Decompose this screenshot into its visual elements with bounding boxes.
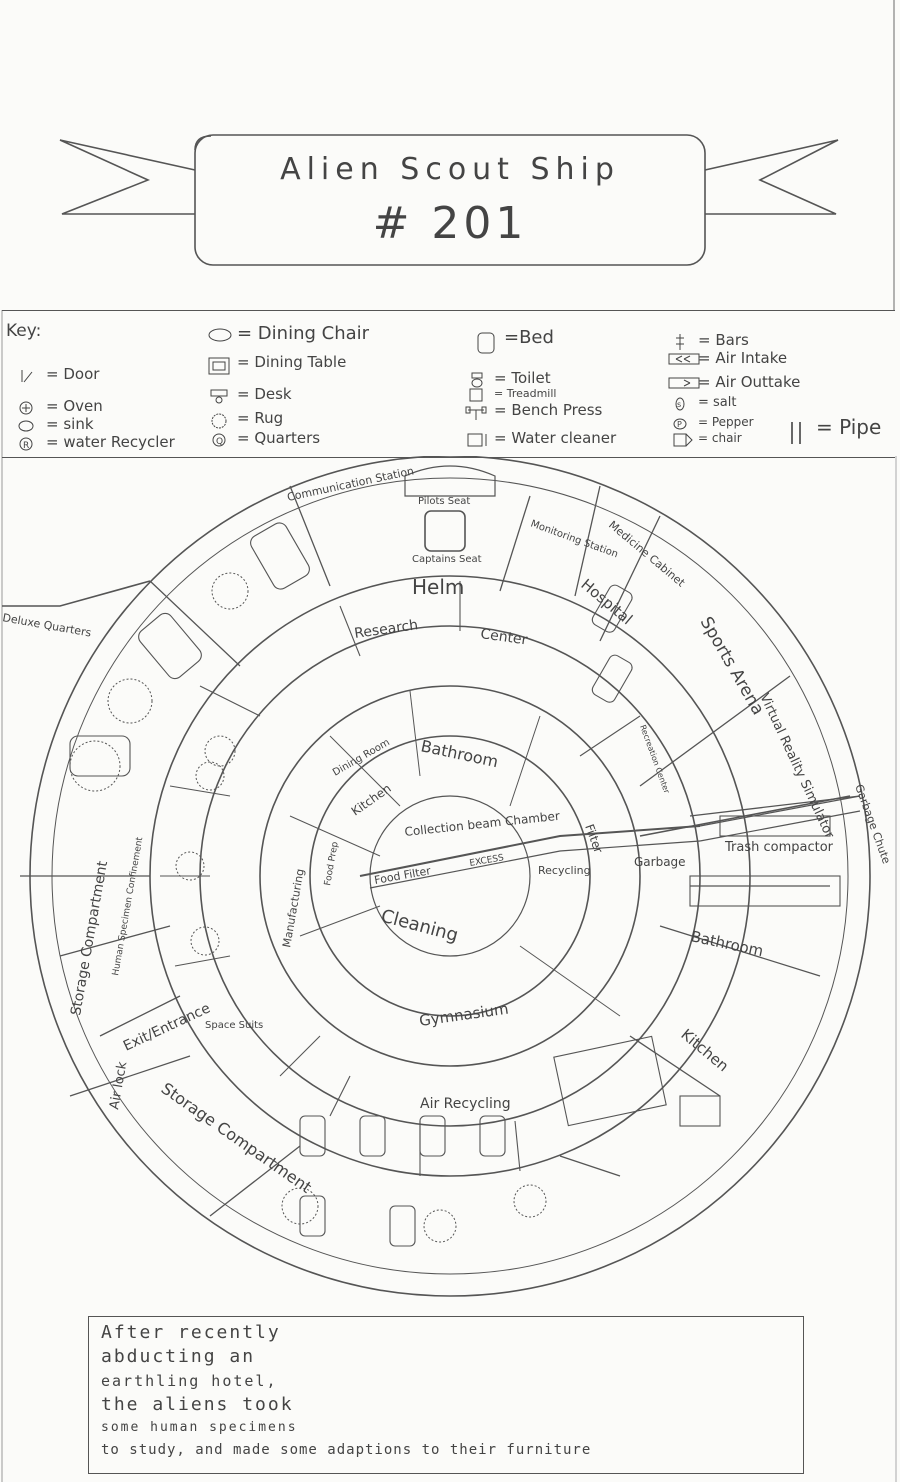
air-intake-icon xyxy=(668,352,700,366)
key-item-water-cleaner: = Water cleaner xyxy=(464,429,616,447)
dining-table-icon xyxy=(207,356,233,374)
svg-text:s: s xyxy=(677,400,681,409)
collection-core xyxy=(369,795,531,957)
label-vr: Virtual Reality Simulator xyxy=(756,691,837,841)
note-line-6: to study, and made some adaptions to the… xyxy=(101,1442,592,1458)
quarters-icon: Q xyxy=(207,432,233,447)
key-item-pipe: = Pipe xyxy=(786,415,881,444)
label-monitoring: Monitoring Station xyxy=(529,518,619,560)
story-note: After recently abducting an earthling ho… xyxy=(88,1316,804,1474)
label-storage-left: Storage Compartment xyxy=(68,859,111,1016)
key-item-dining-table: = Dining Table xyxy=(207,353,346,374)
pepper-icon: P xyxy=(668,416,694,430)
key-item-quarters: Q= Quarters xyxy=(207,429,320,447)
key-item-air-outtake: = Air Outtake xyxy=(668,373,800,391)
label-collection: Collection beam Chamber xyxy=(404,809,561,839)
label-deluxe: Deluxe Quarters xyxy=(1,611,92,639)
pipe-icon xyxy=(786,421,812,444)
label-garbage-chute: Garbage Chute xyxy=(852,783,893,866)
label-kitchen-inner: Kitchen xyxy=(349,781,394,818)
key-heading: Key: xyxy=(6,321,42,341)
dining-chair-icon xyxy=(207,327,233,342)
label-air-recycling: Air Recycling xyxy=(420,1096,511,1112)
key-item-pepper: P= Pepper xyxy=(668,415,754,430)
label-storage: Storage Compartment xyxy=(158,1079,315,1197)
label-medicine: Medicine Cabinet xyxy=(606,518,688,590)
inner-ring xyxy=(259,685,641,1067)
title-line1: Alien Scout Ship xyxy=(280,152,620,187)
key-item-water-recycler: R= water Recycler xyxy=(16,433,175,451)
label-gymnasium: Gymnasium xyxy=(418,1000,510,1030)
key-item-rug: = Rug xyxy=(207,409,283,428)
water-recycler-icon: R xyxy=(16,436,42,451)
key-item-desk: = Desk xyxy=(207,385,292,403)
key-item-chair: = chair xyxy=(668,431,742,446)
label-excess: EXCESS xyxy=(469,853,505,869)
key-item-salt: s= salt xyxy=(668,395,736,410)
key-item-oven: = Oven xyxy=(16,397,103,415)
label-garbage: Garbage xyxy=(634,855,686,869)
bed-icon xyxy=(474,331,500,354)
treadmill-icon xyxy=(464,387,490,402)
label-human-confinement: Human Specimen Confinement xyxy=(111,836,145,977)
label-center: Center xyxy=(479,626,528,648)
label-space-suits: Space Suits xyxy=(205,1020,263,1031)
salt-icon: s xyxy=(668,396,694,410)
label-recycling: Recycling xyxy=(538,864,591,877)
note-line-4: the aliens took xyxy=(101,1394,294,1415)
ship-floor-plan: Communication Station Pilots Seat Captai… xyxy=(1,456,893,1297)
note-line-5: some human specimens xyxy=(101,1420,298,1435)
label-communication: Communication Station xyxy=(286,464,415,504)
toilet-icon xyxy=(464,372,490,387)
key-item-sink: = sink xyxy=(16,415,94,433)
svg-text:P: P xyxy=(677,420,682,429)
title-banner xyxy=(59,134,839,266)
label-trash: Trash compactor xyxy=(724,840,834,855)
title-line2: # 201 xyxy=(372,198,528,249)
key-item-toilet: = Toilet xyxy=(464,369,551,387)
air-outtake-icon xyxy=(668,376,700,390)
label-airlock: Air lock xyxy=(107,1060,130,1111)
door-icon xyxy=(16,368,42,382)
label-manufacturing: Manufacturing xyxy=(280,868,307,949)
bench-press-icon xyxy=(464,404,490,420)
label-pilots-seat: Pilots Seat xyxy=(418,496,470,507)
label-bathroom-outer: Bathroom xyxy=(689,927,765,960)
key-item-bench-press: = Bench Press xyxy=(464,401,602,420)
label-dining: Dining Room xyxy=(331,737,392,778)
label-food-prep: Food Prep xyxy=(323,841,341,887)
key-item-door: = Door xyxy=(16,365,99,383)
water-cleaner-icon xyxy=(464,432,490,446)
core-ring xyxy=(309,735,591,1017)
key-item-air-intake: = Air Intake xyxy=(668,349,787,367)
oven-icon xyxy=(16,400,42,414)
label-sports: Sports Arena xyxy=(696,614,768,719)
label-helm: Helm xyxy=(412,575,464,599)
note-line-1: After recently xyxy=(101,1322,281,1343)
note-line-3: earthling hotel, xyxy=(101,1372,278,1390)
label-exit: Exit/Entrance xyxy=(121,1000,213,1054)
key-item-bed: =Bed xyxy=(474,327,554,354)
svg-text:Q: Q xyxy=(216,437,223,447)
key-item-dining-chair: = Dining Chair xyxy=(207,323,369,344)
key-item-treadmill: = Treadmill xyxy=(464,387,556,402)
label-captains-seat: Captains Seat xyxy=(412,554,482,565)
chair-icon xyxy=(668,432,694,446)
middle-ring-inner xyxy=(199,625,701,1127)
legend-key: Key: = Door = Oven = sink R= water Recyc… xyxy=(2,310,895,458)
svg-text:R: R xyxy=(23,441,29,451)
label-kitchen-outer: Kitchen xyxy=(677,1025,732,1075)
central-pipe xyxy=(359,825,701,877)
note-line-2: abducting an xyxy=(101,1346,256,1367)
sink-icon xyxy=(16,418,42,432)
label-research: Research xyxy=(353,617,419,642)
bars-icon xyxy=(668,333,694,350)
rug-icon xyxy=(207,412,233,428)
label-cleaning: Cleaning xyxy=(379,906,461,947)
key-item-bars: = Bars xyxy=(668,331,749,350)
desk-icon xyxy=(207,388,233,403)
